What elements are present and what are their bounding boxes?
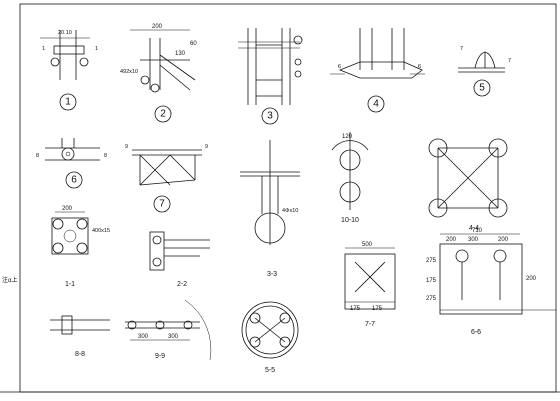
section-8-8-label: 8-8 bbox=[75, 351, 85, 358]
detail-5-right: 7 bbox=[508, 58, 511, 64]
detail-1-number: 1 bbox=[65, 97, 71, 108]
section-6-6-dim-total: 710 bbox=[472, 228, 483, 234]
section-6-6-dim-v2: 175 bbox=[426, 278, 437, 284]
detail-2-number-circle bbox=[154, 105, 172, 123]
section-6-6-dim-c: 300 bbox=[468, 237, 479, 243]
detail-5: 7 7 5 bbox=[458, 46, 511, 97]
detail-2: 200 130 60 492x10 2 bbox=[120, 24, 197, 123]
section-5-5-label: 5-5 bbox=[265, 367, 275, 374]
detail-7: 9 9 7 bbox=[125, 144, 208, 213]
detail-3-number: 3 bbox=[267, 111, 273, 122]
section-6-6-label: 6-6 bbox=[471, 329, 481, 336]
section-3-3-note: 4Φx10 bbox=[282, 208, 298, 214]
detail-2-dim-top: 200 bbox=[152, 24, 163, 30]
detail-3: 3 bbox=[238, 28, 303, 125]
section-5-5: 5-5 bbox=[241, 301, 299, 374]
svg-text:1: 1 bbox=[42, 46, 45, 52]
detail-3-number-circle bbox=[261, 107, 279, 125]
section-3-3-label: 3-3 bbox=[267, 271, 277, 278]
section-6-6-dim-v3: 275 bbox=[426, 296, 437, 302]
section-6-6-dim-b: 200 bbox=[498, 237, 509, 243]
detail-6-number: 6 bbox=[71, 175, 77, 186]
detail-2-dim-side: 60 bbox=[190, 41, 197, 47]
section-6-6-dim-side: 200 bbox=[526, 276, 537, 282]
detail-6-right: 8 bbox=[104, 153, 107, 159]
section-9-9: 300 300 9-9 bbox=[125, 299, 212, 361]
section-7-7-dim-a: 175 bbox=[350, 306, 361, 312]
section-9-9-dim-b: 300 bbox=[168, 334, 179, 340]
section-10-10-dim: 120 bbox=[342, 134, 353, 140]
detail-2-note: 492x10 bbox=[120, 69, 138, 75]
detail-5-number-circle bbox=[473, 79, 491, 97]
section-4-4-label: 4-4 bbox=[469, 225, 479, 232]
section-1-1-label: 1-1 bbox=[65, 281, 75, 288]
detail-1-number-circle bbox=[59, 93, 77, 111]
detail-4-left: 6 bbox=[338, 64, 341, 70]
detail-1-tag: 20.10 bbox=[58, 30, 72, 36]
detail-5-left: 7 bbox=[460, 46, 463, 52]
detail-4-number: 4 bbox=[373, 99, 379, 110]
section-7-7-dim-b: 175 bbox=[372, 306, 383, 312]
section-1-1-note: 400x15 bbox=[92, 228, 110, 234]
detail-2-dim-right: 130 bbox=[175, 51, 186, 57]
section-1-1-dim: 200 bbox=[62, 206, 73, 212]
section-9-9-dim-a: 300 bbox=[138, 334, 149, 340]
detail-2-number: 2 bbox=[160, 109, 166, 120]
section-7-7-label: 7-7 bbox=[365, 321, 375, 328]
section-9-9-label: 9-9 bbox=[155, 353, 165, 360]
svg-text:1: 1 bbox=[95, 46, 98, 52]
left-margin-note: 注α上 bbox=[2, 276, 17, 284]
detail-4: 6 6 4 bbox=[330, 28, 425, 113]
section-10-10: 120 10-10 bbox=[331, 132, 369, 224]
section-8-8: 8-8 bbox=[50, 315, 110, 358]
section-10-10-label: 10-10 bbox=[341, 217, 359, 224]
section-7-7: 500 175 175 7-7 bbox=[344, 242, 396, 328]
detail-7-left: 9 bbox=[125, 144, 128, 150]
section-1-1: 200 400x15 1-1 bbox=[51, 206, 110, 288]
section-6-6: 710 200 300 200 275 175 275 200 6-6 bbox=[426, 228, 556, 336]
detail-6-number-circle bbox=[65, 171, 83, 189]
detail-7-number: 7 bbox=[159, 199, 165, 210]
section-7-7-dim: 500 bbox=[362, 242, 373, 248]
section-6-6-dim-a: 200 bbox=[446, 237, 457, 243]
detail-7-number-circle bbox=[153, 195, 171, 213]
detail-5-number: 5 bbox=[479, 83, 485, 94]
section-4-4: 4-4 bbox=[428, 138, 508, 232]
detail-1: 20.10 1 1 1 bbox=[40, 30, 98, 111]
section-3-3: 4Φx10 3-3 bbox=[240, 140, 300, 278]
detail-4-right: 6 bbox=[418, 64, 421, 70]
detail-7-right: 9 bbox=[205, 144, 208, 150]
detail-6-left: 8 bbox=[36, 153, 39, 159]
section-2-2: 2-2 bbox=[149, 231, 210, 288]
section-6-6-dim-v1: 275 bbox=[426, 258, 437, 264]
detail-4-number-circle bbox=[367, 95, 385, 113]
section-2-2-label: 2-2 bbox=[177, 281, 187, 288]
detail-6: 8 8 6 bbox=[36, 138, 107, 189]
